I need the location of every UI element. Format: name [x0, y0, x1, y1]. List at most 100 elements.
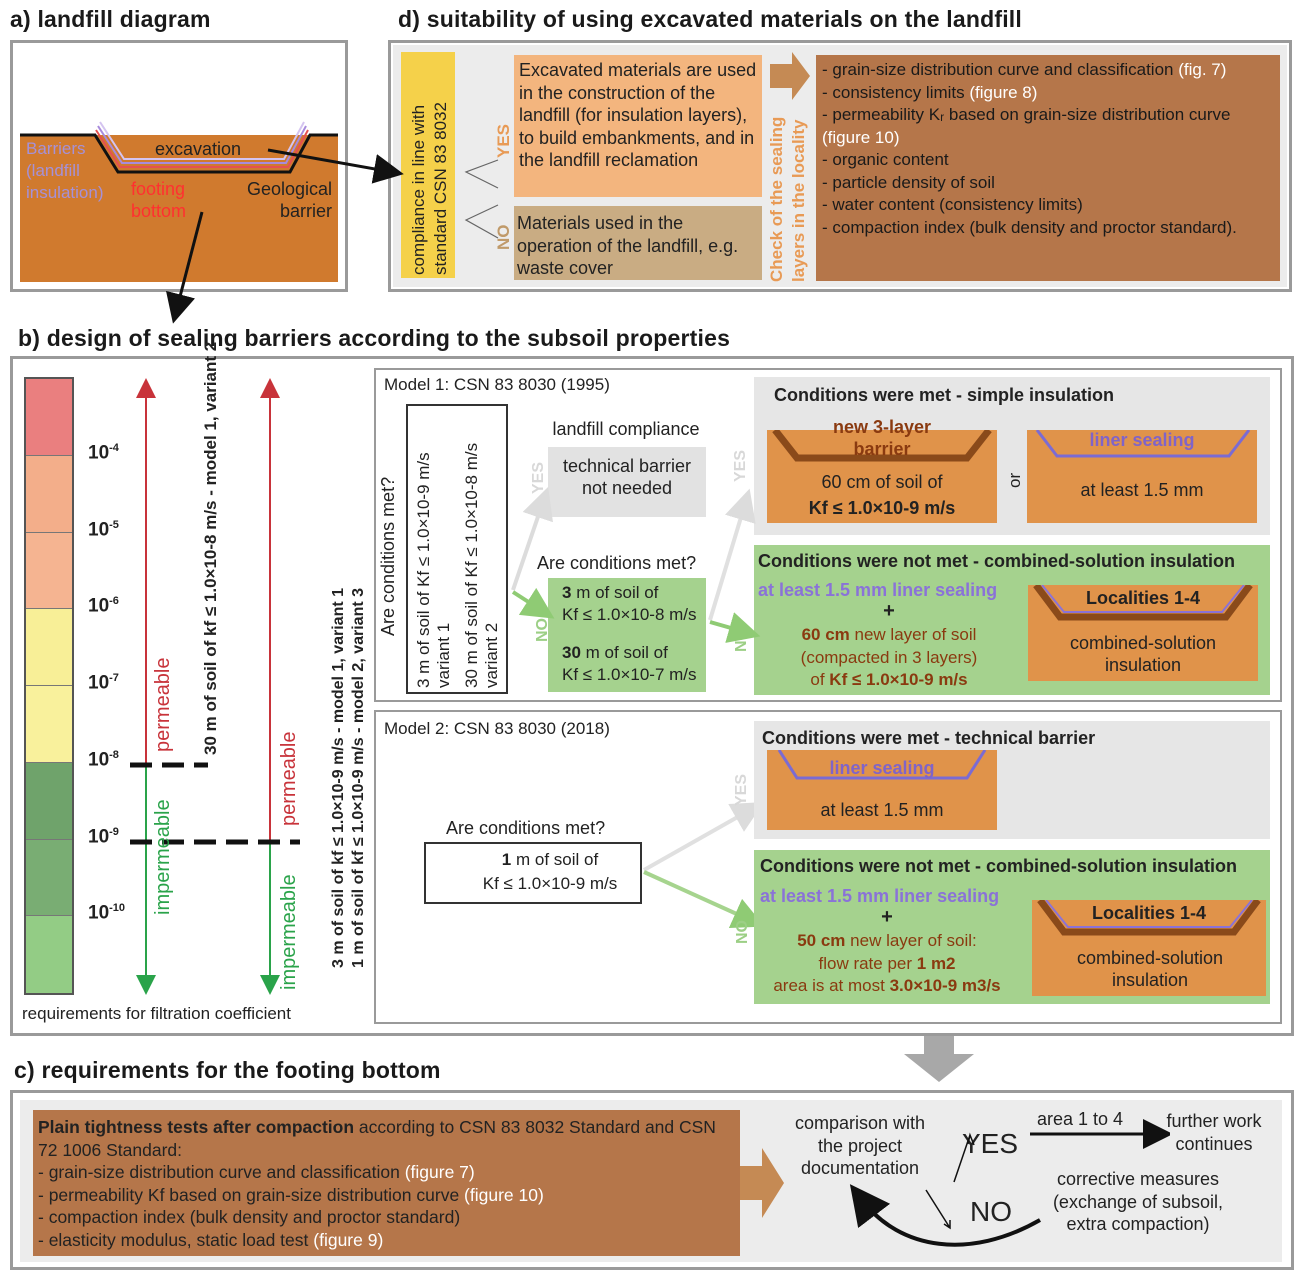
m1-compliance: landfill compliance [552, 419, 700, 439]
m1-or: or [1005, 472, 1024, 488]
c-area: area 1 to 4 [1037, 1109, 1124, 1129]
scale-bar [24, 377, 74, 995]
scale-label: 10-6 [88, 595, 119, 617]
req-1: 30 m of soil of kf ≤ 1.0×10-8 m/s - mode… [201, 341, 220, 755]
scale-label: 10-4 [88, 441, 119, 464]
c-further: further work continues [1166, 1111, 1262, 1154]
m1-flow-arrows [511, 486, 761, 643]
check-list: - grain-size distribution curve and clas… [822, 59, 1277, 239]
c-list-box [33, 1110, 740, 1256]
scale-segment [26, 916, 72, 993]
panel-c-frame [10, 1090, 1294, 1270]
m1-variants-box [406, 404, 508, 694]
m2-yes: YES [733, 773, 750, 806]
m1-simple-title: Conditions were met - simple insulation [774, 385, 1115, 405]
c-list: Plain tightness tests after compaction a… [38, 1116, 738, 1251]
m2-loc-shape [1037, 900, 1261, 936]
scale-arrows [130, 378, 300, 995]
scale-label: 10-9 [88, 825, 119, 847]
m1-kf-9: Kf ≤ 1.0×10-9 m/s [808, 498, 956, 518]
m1-not-needed: technical barrier not needed [548, 447, 706, 517]
m1-are-met-2: Are conditions met? [537, 553, 697, 573]
m1-combined: combined-solution insulation [1069, 633, 1217, 675]
d-item-3: - permeability Kᵣ based on grain-size di… [822, 105, 1231, 124]
no-text-box [514, 206, 762, 280]
c-no: NO [970, 1196, 1012, 1227]
panel-b-title: b) design of sealing barriers according … [18, 325, 731, 351]
landfill-diagram [20, 50, 338, 282]
down-arrow [904, 1036, 974, 1082]
m1-new-barrier: new 3-layer barrier [832, 417, 932, 459]
c-lead-rest: according to CSN 83 8032 Standard and CS… [38, 1117, 716, 1160]
model1-title: Model 1: CSN 83 8030 (1995) [384, 375, 610, 394]
m2-combined-title: Conditions were not met - combined-solut… [760, 856, 1237, 876]
m1-localities: Localities 1-4 [1085, 588, 1201, 608]
scale-segment [26, 686, 72, 763]
geo-label: Geological barrier [246, 179, 332, 221]
d-item-3-ref: (figure 10) [822, 127, 900, 147]
d-item-5: - particle density of soil [822, 172, 995, 192]
m1-liner-shape [1035, 430, 1251, 458]
m1-combined-title: Conditions were not met - combined-solut… [758, 551, 1235, 571]
m2-cond-box [424, 842, 642, 904]
footing-label: footing bottom [131, 179, 187, 221]
m2-flow-arrows [643, 802, 765, 928]
excavation-label: excavation [155, 139, 242, 159]
scale-label: 10-5 [88, 518, 119, 540]
m2-localities: Localities 1-4 [1091, 903, 1207, 923]
scale-label: 10-8 [88, 748, 119, 771]
panel-a-title: a) landfill diagram [10, 6, 211, 32]
no-text: Materials used in the operation of the l… [517, 213, 739, 278]
check-list-box [816, 55, 1280, 281]
arrow-d-right [770, 52, 810, 100]
scale-segment [26, 762, 72, 840]
m2-plus: + [881, 906, 893, 928]
c-item-2: - permeability Kf based on grain-size di… [38, 1184, 460, 1205]
m1-soil-60: 60 cm of soil of [821, 472, 943, 492]
c-comparison: comparison with the project documentatio… [794, 1113, 926, 1178]
m1-liner-box [1027, 430, 1257, 523]
yes-text-box [514, 55, 762, 197]
panel-d-title: d) suitability of using excavated materi… [398, 6, 1022, 32]
d-item-4: - organic content [822, 150, 949, 169]
m1-atleast: at least 1.5 mm [1080, 480, 1204, 500]
c-item-1: - grain-size distribution curve and clas… [38, 1162, 400, 1182]
m2-no: NO [734, 920, 751, 944]
d-item-1-ref: (fig. 7) [1178, 60, 1227, 79]
model2-frame [374, 710, 1282, 1024]
permeable-label-1: permeable [152, 657, 174, 752]
req-2b: 1 m of soil of kf ≤ 1.0×10-9 m/s - model… [350, 587, 367, 968]
yes-text: Excavated materials are used in the cons… [519, 60, 757, 170]
d-item-6: - water content (consistency limits) [822, 195, 1083, 214]
scale-segment [26, 532, 72, 610]
scale-segment [26, 839, 72, 917]
m1-variant-2: 30 m of soil of Kf ≤ 1.0×10-8 m/s varian… [462, 442, 501, 688]
m1-are-met: Are conditions met? [378, 476, 398, 636]
m2-layer-text: 50 cm new layer of soil: flow rate per 1… [773, 931, 1001, 995]
m2-liner: liner sealing [829, 758, 935, 778]
m2-liner-box [767, 750, 997, 830]
c-flow-arrows [849, 1119, 1170, 1247]
scale-label: 10-7 [88, 672, 119, 694]
m1-liner: liner sealing [1089, 430, 1195, 450]
permeable-label-2: permeable [278, 731, 300, 826]
m1-barrier-shape [772, 430, 992, 462]
m1-yes-2: YES [732, 449, 749, 482]
m2-are-met: Are conditions met? [446, 818, 606, 838]
model1-frame [374, 368, 1282, 702]
c-lead-bold: Plain tightness tests after compaction [38, 1117, 355, 1137]
scale-caption: requirements for filtration coefficient [22, 1004, 291, 1023]
scale-segment [26, 455, 72, 533]
m1-conditions-box [548, 578, 706, 692]
m1-layer-text: 60 cm new layer of soil (compacted in 3 … [800, 625, 978, 689]
m1-plus: + [883, 600, 895, 622]
m2-atleast: at least 1.5 mm [820, 800, 944, 820]
panel-a-frame [10, 40, 348, 292]
impermeable-label-1: impermeable [152, 799, 174, 915]
panel-b-frame [10, 356, 1294, 1036]
req-2a: 3 m of soil of kf ≤ 1.0×10-9 m/s - model… [330, 587, 347, 968]
c-right-arrow [740, 1148, 784, 1218]
